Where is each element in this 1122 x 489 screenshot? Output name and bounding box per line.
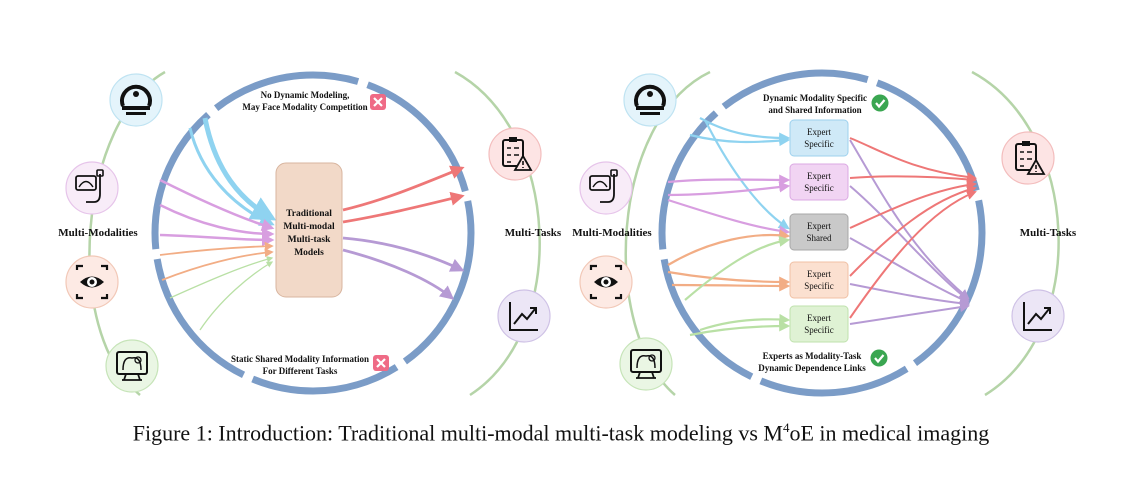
left-output-arrows: [342, 165, 465, 300]
trend-chart-icon: [1011, 289, 1065, 343]
check-icon: [871, 94, 889, 112]
ct-scanner-icon: [109, 73, 163, 127]
clipboard-warning-icon: [488, 127, 542, 181]
caption-superscript: 4: [782, 420, 790, 435]
expert-box-1: Expert Specific: [789, 119, 849, 157]
ct-scanner-icon: [623, 73, 677, 127]
expert-box-2: Expert Specific: [789, 163, 849, 201]
expert-4-line2: Specific: [804, 281, 834, 291]
expert-box-4: Expert Specific: [789, 261, 849, 299]
left-tasks-label: Multi-Tasks: [505, 227, 562, 239]
left-main-ring: [151, 71, 475, 395]
right-bottom-note-line2: Dynamic Dependence Links: [758, 363, 866, 373]
expert-4-line1: Expert: [807, 269, 831, 279]
right-top-note-line2: and Shared Information: [768, 105, 861, 115]
cross-icon: [370, 94, 386, 110]
clipboard-warning-icon: [1001, 131, 1055, 185]
cross-icon: [373, 355, 389, 371]
eye-scan-icon: [65, 255, 119, 309]
left-modalities-label: Multi-Modalities: [58, 227, 138, 239]
xray-monitor-icon: [105, 339, 159, 393]
right-input-arrows: [667, 117, 791, 337]
left-top-note-line2: May Face Modality Competition: [242, 102, 367, 112]
caption-suffix: oE in medical imaging: [789, 420, 990, 446]
eye-scan-icon: [579, 255, 633, 309]
model-label-line3: Multi-task: [288, 235, 331, 245]
right-top-note-line1: Dynamic Modality Specific: [763, 93, 867, 103]
left-bottom-note-line1: Static Shared Modality Information: [231, 354, 369, 364]
figure-caption: Figure 1: Introduction: Traditional mult…: [0, 420, 1122, 446]
traditional-model-box: [275, 162, 343, 298]
expert-5-line1: Expert: [807, 313, 831, 323]
expert-box-5: Expert Specific: [789, 305, 849, 343]
expert-3-line1: Expert: [807, 221, 831, 231]
expert-1-line1: Expert: [807, 127, 831, 137]
trend-chart-icon: [497, 289, 551, 343]
right-main-ring: [658, 69, 986, 397]
left-panel: Traditional Multi-modal Multi-task Model…: [58, 70, 562, 397]
model-label-line4: Models: [294, 248, 324, 258]
model-label-line1: Traditional: [286, 209, 332, 219]
caption-prefix: Figure 1: Introduction: Traditional mult…: [132, 420, 783, 446]
expert-box-3: Expert Shared: [789, 213, 849, 251]
check-icon: [870, 349, 888, 367]
right-panel: Expert Specific Expert Specific Expert S…: [572, 69, 1077, 397]
expert-3-line2: Shared: [807, 233, 832, 243]
model-label-line2: Multi-modal: [283, 222, 335, 232]
expert-2-line2: Specific: [804, 183, 834, 193]
left-task-arc: [454, 70, 541, 397]
left-bottom-note-line2: For Different Tasks: [263, 366, 338, 376]
expert-5-line2: Specific: [804, 325, 834, 335]
right-modalities-label: Multi-Modalities: [572, 227, 652, 239]
xray-monitor-icon: [619, 337, 673, 391]
ultrasound-icon: [579, 161, 633, 215]
expert-2-line1: Expert: [807, 171, 831, 181]
ultrasound-icon: [65, 161, 119, 215]
right-output-arrows: [849, 137, 977, 325]
left-input-arrows: [159, 117, 277, 331]
left-top-note-line1: No Dynamic Modeling,: [261, 90, 350, 100]
expert-1-line2: Specific: [804, 139, 834, 149]
right-bottom-note-line1: Experts as Modality-Task: [763, 351, 862, 361]
right-tasks-label: Multi-Tasks: [1020, 227, 1077, 239]
right-task-arc: [971, 70, 1060, 397]
